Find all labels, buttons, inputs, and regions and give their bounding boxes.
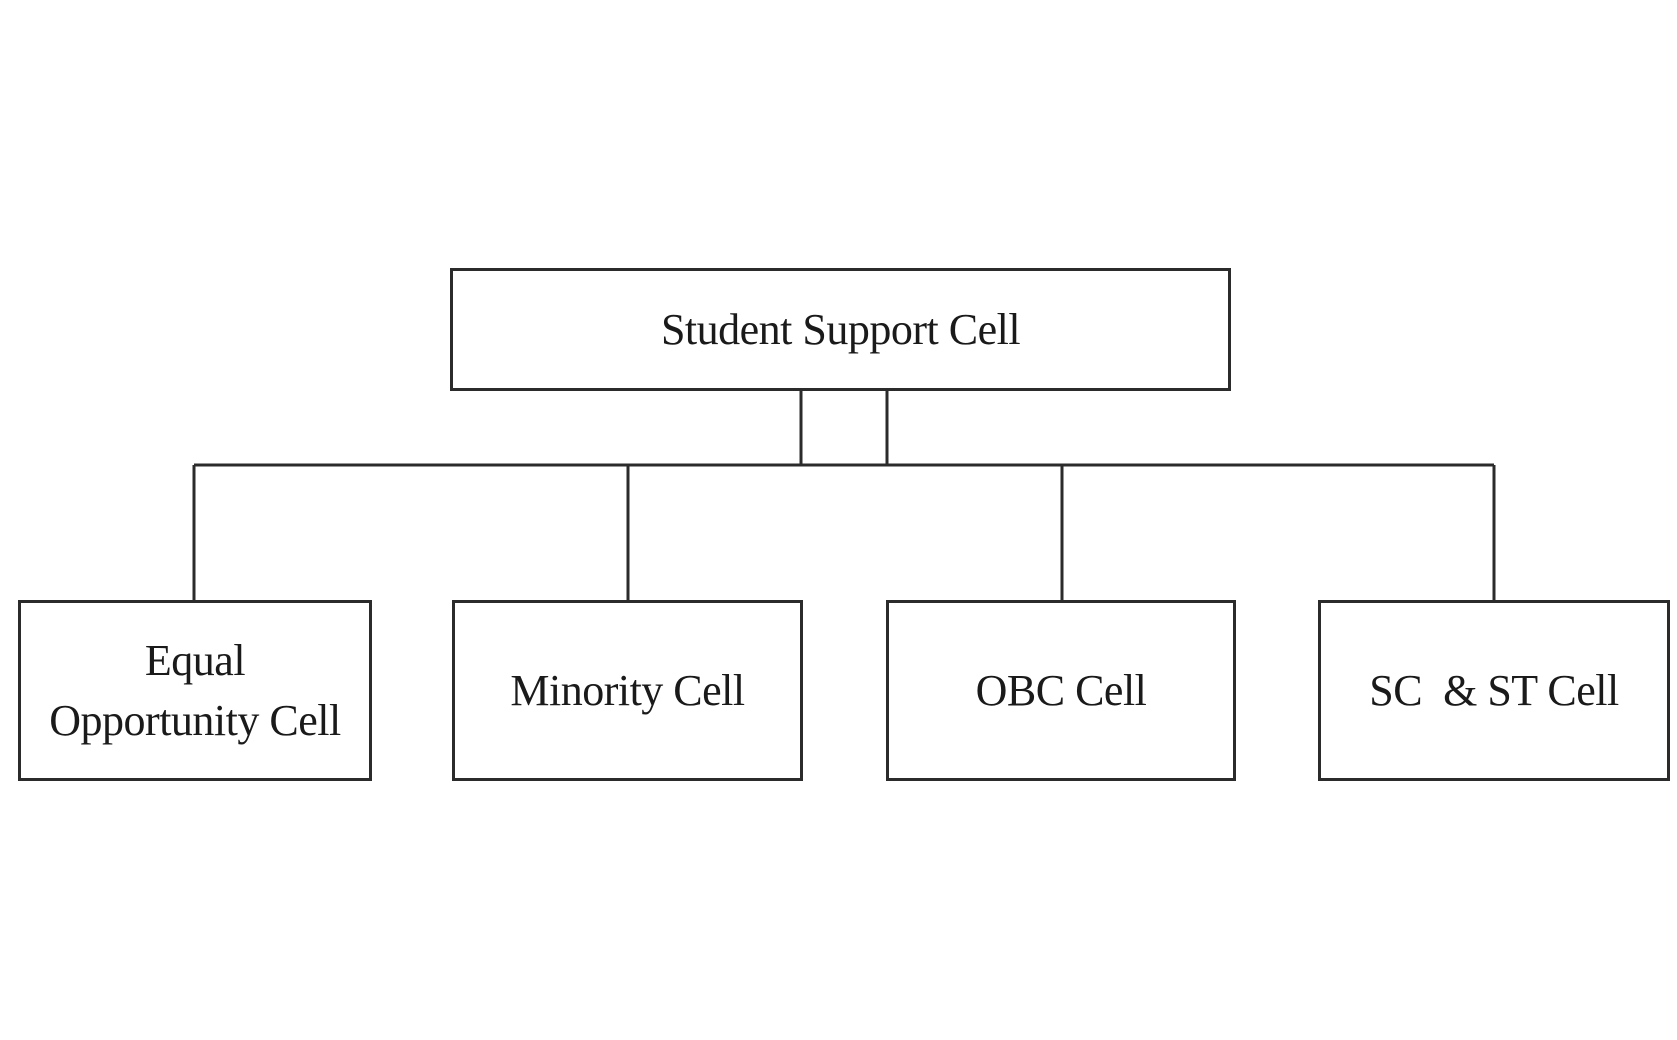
- connector-lines: [192, 391, 1496, 600]
- obc-cell-box: OBC Cell: [886, 600, 1236, 781]
- student-support-cell-box: Student Support Cell: [450, 268, 1231, 391]
- obc-cell-label: OBC Cell: [975, 665, 1147, 715]
- minority-cell-box: Minority Cell: [452, 600, 803, 781]
- minority-cell-label: Minority Cell: [510, 665, 745, 715]
- equal-opportunity-cell-box: Equal Opportunity Cell: [18, 600, 372, 781]
- equal-opportunity-cell-label-line2: Opportunity Cell: [49, 695, 341, 745]
- student-support-cell-label: Student Support Cell: [660, 304, 1021, 354]
- sc-st-cell-label: SC & ST Cell: [1369, 665, 1619, 715]
- equal-opportunity-cell-label-line1: Equal: [144, 635, 246, 685]
- sc-st-cell-box: SC & ST Cell: [1318, 600, 1670, 781]
